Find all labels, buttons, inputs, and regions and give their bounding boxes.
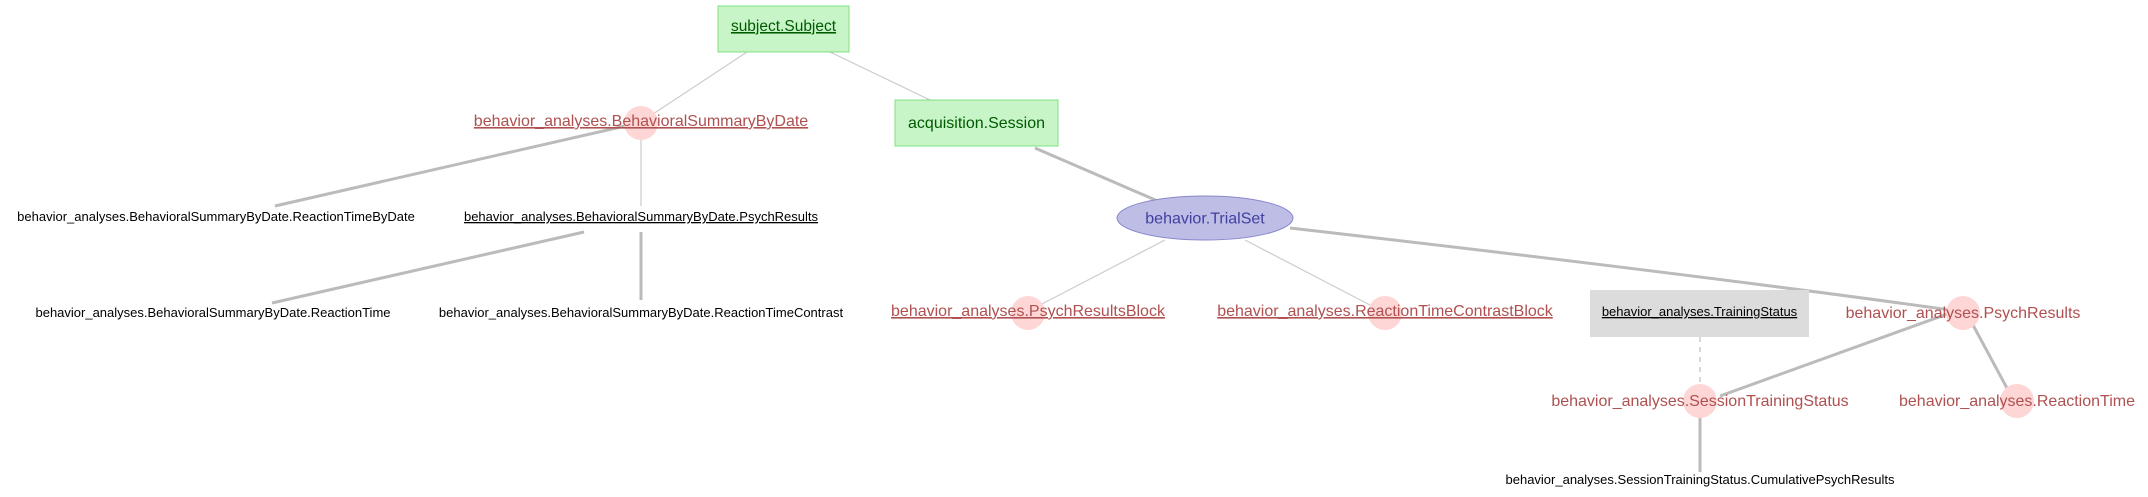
node-behavior-trialset[interactable]: behavior.TrialSet bbox=[1116, 195, 1294, 241]
session-training-status-label[interactable]: behavior_analyses.SessionTrainingStatus bbox=[1551, 393, 1848, 410]
behavioral-summary-by-date-label[interactable]: behavior_analyses.BehavioralSummaryByDat… bbox=[474, 113, 808, 130]
node-session-training-status[interactable]: behavior_analyses.SessionTrainingStatus bbox=[1551, 384, 1849, 418]
node-bsbd-reaction-time-contrast-part[interactable]: behavior_analyses.BehavioralSummaryByDat… bbox=[439, 305, 844, 320]
edge-bsbd-to-rt-by-date bbox=[274, 124, 626, 208]
edges bbox=[271, 51, 2010, 472]
node-psych-results-block[interactable]: behavior_analyses.PsychResultsBlock bbox=[891, 296, 1166, 330]
edge-psych-results-to-session-training-status bbox=[1719, 311, 1951, 398]
node-subject-subject[interactable]: subject.Subject bbox=[717, 5, 850, 53]
manual-table-box bbox=[717, 5, 850, 53]
computed-table-circle bbox=[624, 106, 658, 140]
computed-table-circle bbox=[1368, 296, 1402, 330]
manual-table-box bbox=[894, 99, 1059, 147]
imported-table-ellipse bbox=[1116, 195, 1294, 241]
edge-trialset-to-rt-contrast-block bbox=[1244, 239, 1371, 306]
node-acquisition-session[interactable]: acquisition.Session bbox=[894, 99, 1059, 147]
edge-session-to-trialset bbox=[1034, 146, 1161, 204]
node-bsbd-reaction-time-part[interactable]: behavior_analyses.BehavioralSummaryByDat… bbox=[35, 305, 390, 320]
node-reaction-time[interactable]: behavior_analyses.ReactionTime bbox=[1899, 384, 2135, 418]
edge-subject-to-bsbd bbox=[649, 51, 748, 117]
node-psych-results[interactable]: behavior_analyses.PsychResults bbox=[1846, 296, 2081, 330]
node-training-status[interactable]: behavior_analyses.TrainingStatus bbox=[1590, 290, 1809, 337]
edge-trialset-to-psych-block bbox=[1039, 239, 1166, 306]
edge-trialset-to-psych-results bbox=[1289, 226, 1951, 312]
node-bsbd-psych-results-part[interactable]: behavior_analyses.BehavioralSummaryByDat… bbox=[464, 209, 819, 224]
training-status-label[interactable]: behavior_analyses.TrainingStatus bbox=[1602, 304, 1798, 319]
computed-table-circle bbox=[1946, 296, 1980, 330]
reaction-time-label[interactable]: behavior_analyses.ReactionTime bbox=[1899, 393, 2135, 410]
node-behavioral-summary-by-date[interactable]: behavior_analyses.BehavioralSummaryByDat… bbox=[474, 106, 808, 140]
lookup-table-box bbox=[1590, 290, 1809, 337]
node-reaction-time-by-date-part[interactable]: behavior_analyses.BehavioralSummaryByDat… bbox=[17, 209, 415, 224]
subject-subject-label[interactable]: subject.Subject bbox=[731, 18, 837, 35]
psych-results-label[interactable]: behavior_analyses.PsychResults bbox=[1846, 305, 2081, 322]
node-cumulative-psych-results-part[interactable]: behavior_analyses.SessionTrainingStatus.… bbox=[1506, 472, 1895, 487]
computed-table-circle bbox=[2000, 384, 2034, 418]
psych-results-block-label[interactable]: behavior_analyses.PsychResultsBlock bbox=[891, 303, 1166, 320]
node-reaction-time-contrast-block[interactable]: behavior_analyses.ReactionTimeContrastBl… bbox=[1217, 296, 1554, 330]
edge-subject-to-session bbox=[829, 51, 931, 101]
reaction-time-contrast-block-label[interactable]: behavior_analyses.ReactionTimeContrastBl… bbox=[1217, 303, 1554, 320]
acquisition-session-label[interactable]: acquisition.Session bbox=[908, 115, 1045, 132]
edge-psych-part-to-rt bbox=[271, 230, 585, 305]
computed-table-circle bbox=[1683, 384, 1717, 418]
computed-table-circle bbox=[1011, 296, 1045, 330]
behavior-trialset-label[interactable]: behavior.TrialSet bbox=[1145, 211, 1265, 228]
edge-psych-results-to-reaction-time bbox=[1971, 324, 2010, 391]
